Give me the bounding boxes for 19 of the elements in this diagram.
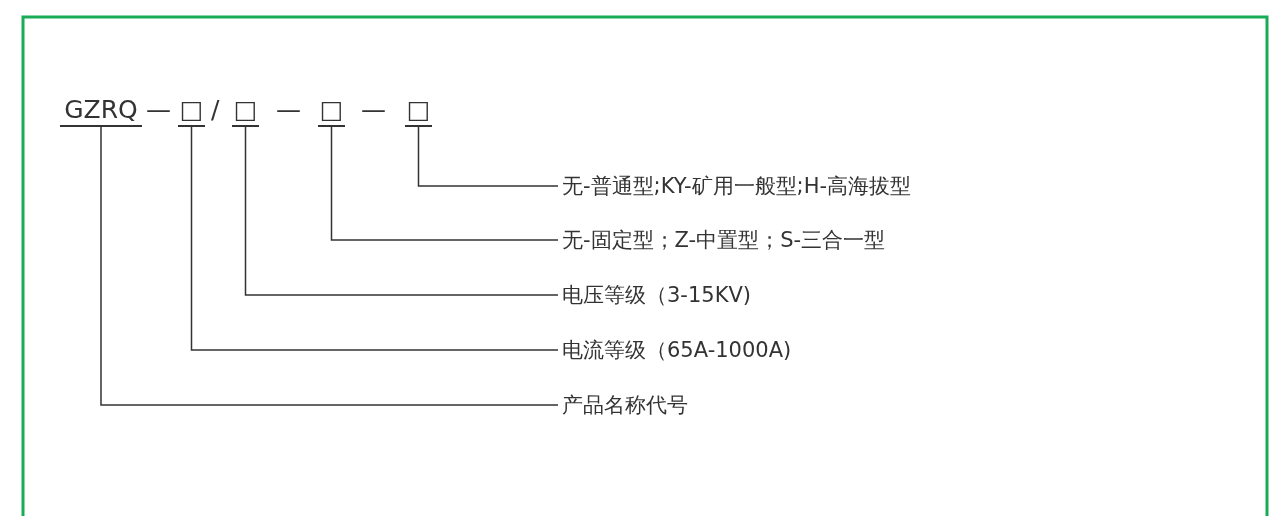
code-segment: □ [232, 95, 259, 127]
separator-sign: — [146, 95, 171, 125]
leader-line [100, 126, 559, 406]
description-text: 电压等级（3-15KV) [562, 281, 751, 309]
separator-sign: / [211, 95, 220, 125]
code-segment: GZRQ [60, 95, 142, 127]
leader-line [190, 126, 559, 351]
description-text: 无-普通型;KY-矿用一般型;H-高海拔型 [562, 172, 912, 200]
leader-line [417, 126, 559, 187]
separator-sign: — [276, 95, 301, 125]
description-text: 产品名称代号 [562, 391, 688, 419]
leader-line [244, 126, 559, 296]
separator-sign: — [361, 95, 386, 125]
description-text: 无-固定型；Z-中置型；S-三合一型 [562, 226, 886, 254]
description-text: 电流等级（65A-1000A) [562, 336, 792, 364]
code-segment: □ [318, 95, 345, 127]
code-segment: □ [405, 95, 432, 127]
leader-line [330, 126, 559, 241]
code-segment: □ [178, 95, 205, 127]
